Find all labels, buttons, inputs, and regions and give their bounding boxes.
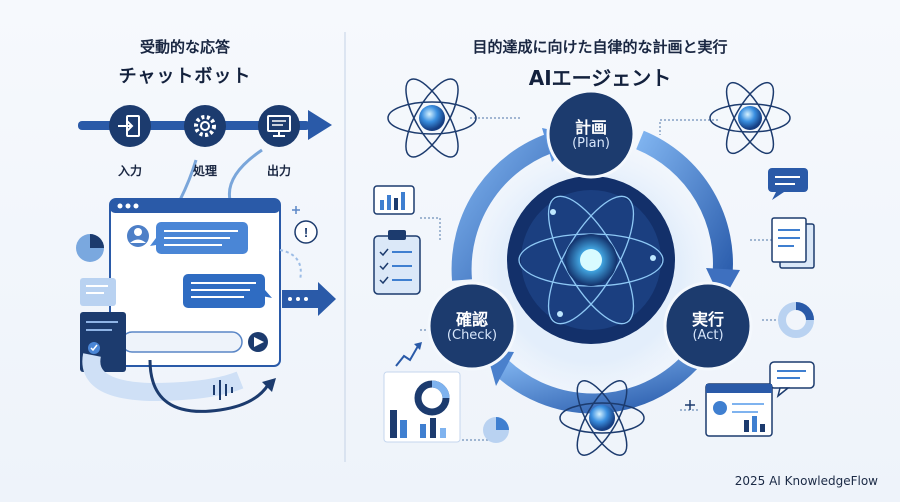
node-check-label: 確認	[455, 310, 488, 329]
node-check-sublabel: (Check)	[446, 328, 498, 343]
atom-icon	[559, 380, 645, 456]
sound-wave-icon	[213, 380, 233, 400]
return-arrow	[148, 359, 270, 413]
footer-credit: 2025 AI KnowledgeFlow	[734, 474, 878, 488]
svg-text:!: !	[304, 225, 308, 240]
analytics-icon	[383, 371, 461, 443]
output-arrow	[282, 282, 336, 316]
dashboard-icon	[705, 383, 773, 437]
atom-icon	[709, 81, 791, 155]
step-label-process: 処理	[192, 164, 217, 178]
avatar	[127, 225, 149, 247]
gear-icon	[184, 105, 226, 147]
agent-title: AIエージェント	[528, 66, 672, 90]
node-act	[663, 281, 753, 371]
bar-chart-icon	[373, 185, 415, 215]
connector	[227, 148, 263, 201]
connector	[178, 159, 198, 201]
chat-window	[109, 198, 281, 367]
message-icon	[769, 361, 815, 398]
sparkle-icon	[685, 400, 695, 410]
chatbot-title: チャットボット	[118, 66, 252, 87]
agent-subtitle: 目的達成に向けた自律的な計画と実行	[472, 38, 728, 56]
node-plan	[546, 89, 636, 179]
chat-bubble-icon	[768, 168, 808, 200]
node-plan-label: 計画	[574, 118, 607, 137]
alert-icon	[294, 220, 318, 244]
step-label-output: 出力	[266, 164, 291, 178]
node-check	[427, 281, 517, 371]
message-input	[121, 331, 243, 353]
chatbot-subtitle: 受動的な応答	[139, 38, 230, 56]
input-icon	[109, 105, 151, 147]
node-plan-sublabel: (Plan)	[572, 136, 610, 151]
node-act-sublabel: (Act)	[692, 328, 724, 343]
donut-chart-icon	[778, 302, 814, 338]
ai-core-icon	[507, 176, 675, 344]
trend-icon	[395, 342, 422, 367]
step-label-input: 入力	[117, 164, 142, 178]
clipboard-icon	[373, 230, 421, 295]
monitor-icon	[258, 105, 300, 147]
node-act-label: 実行	[691, 310, 724, 329]
pie-icon	[483, 417, 509, 443]
atom-icon	[387, 78, 477, 158]
document-icon	[771, 217, 815, 269]
